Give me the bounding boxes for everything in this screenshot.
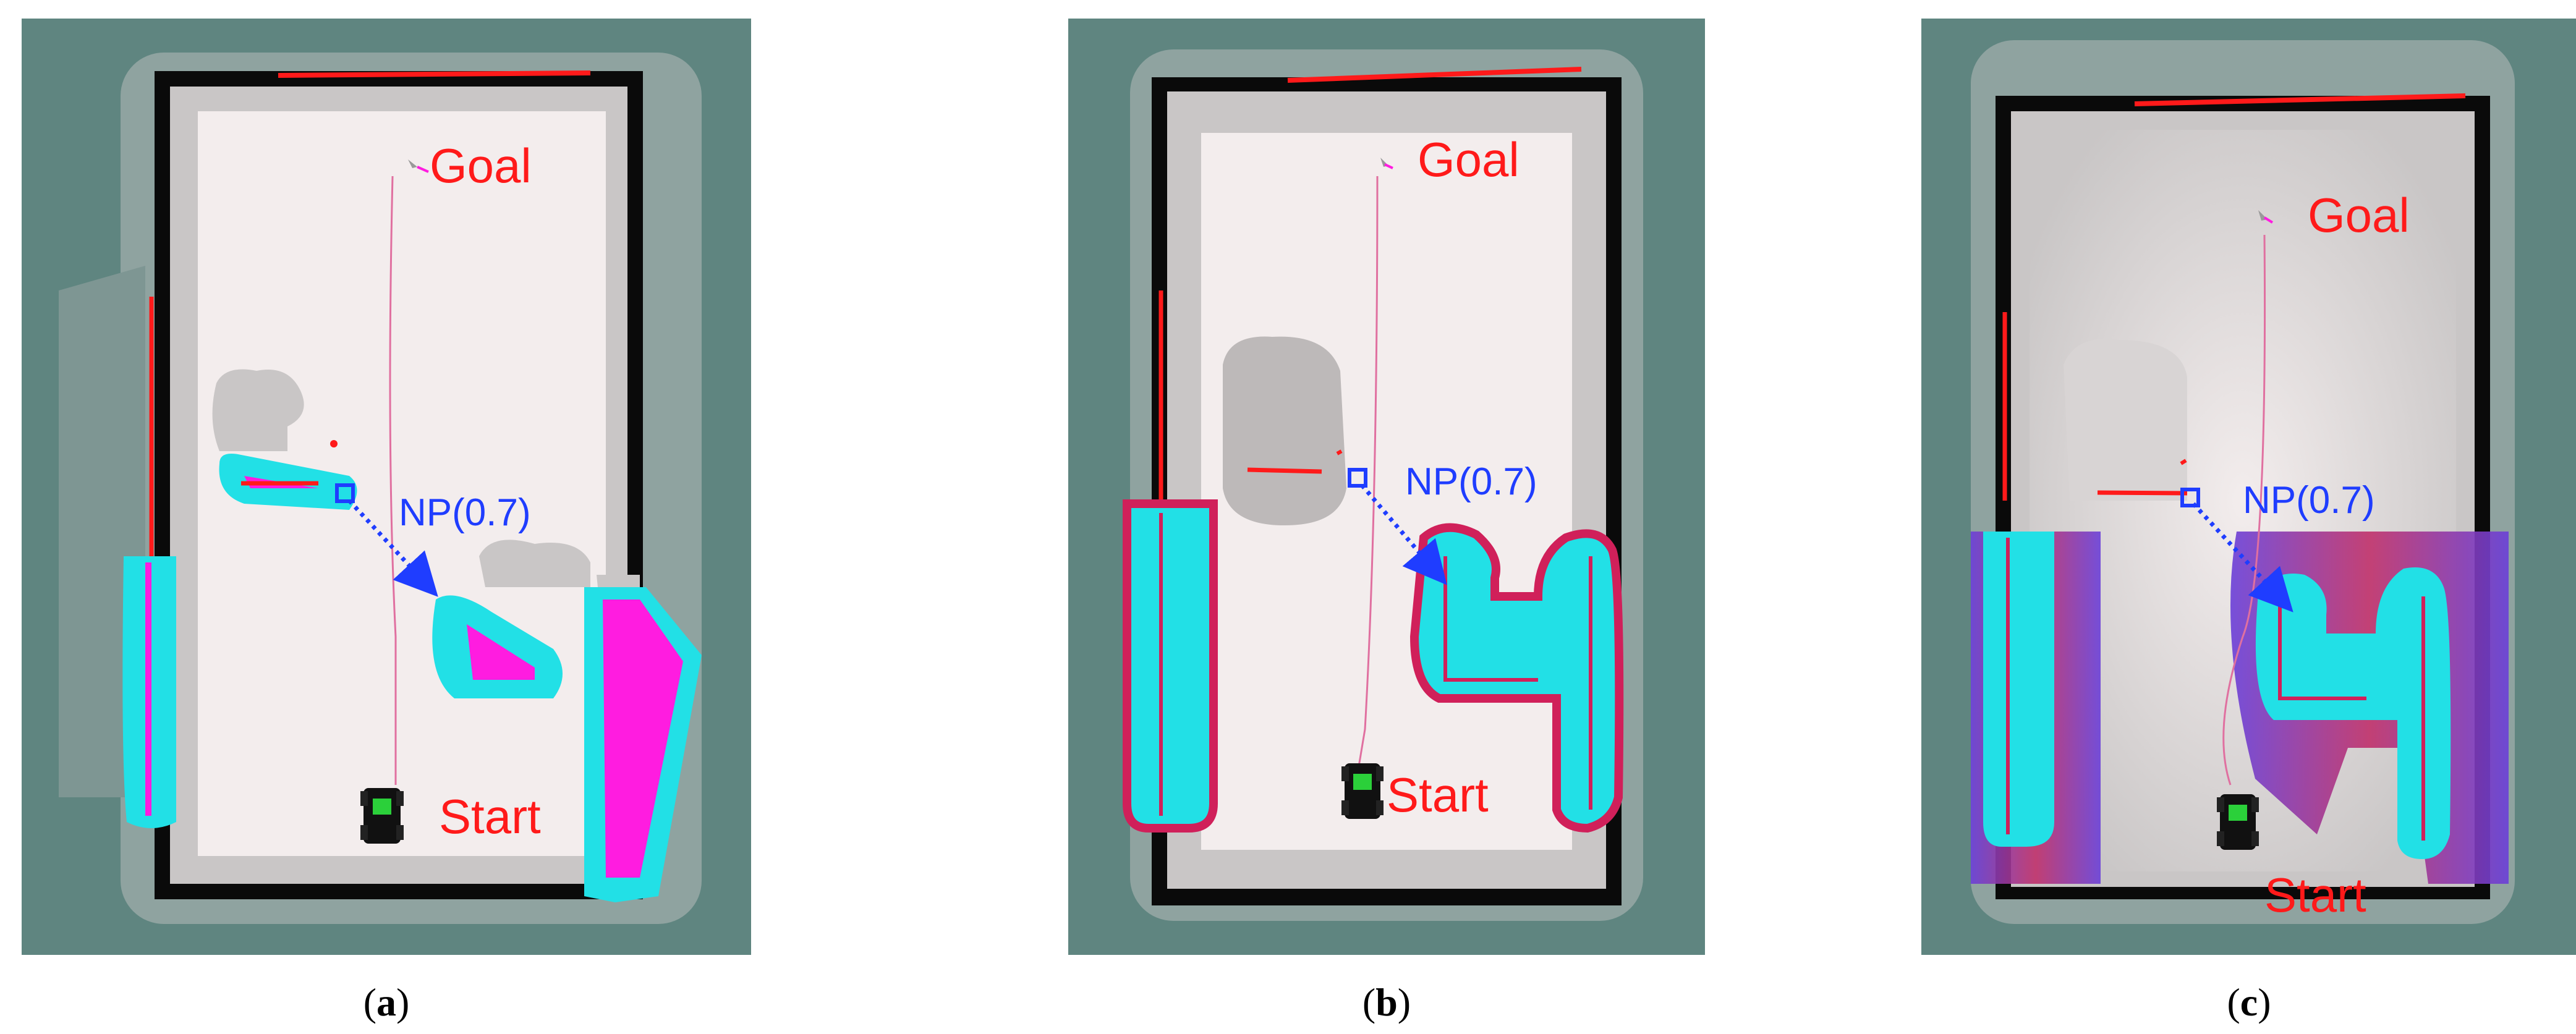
goal-arrow-icon (408, 159, 417, 168)
np-label: NP(0.7) (2243, 479, 2375, 522)
obstacle-shadow-2 (479, 540, 590, 587)
costmap-panel-a: Goal NP(0.7) Start (22, 19, 751, 955)
laser-dot (330, 440, 338, 447)
caption-open-paren: ( (363, 980, 376, 1024)
robot-car-icon (1341, 763, 1384, 819)
costmap-c-svg: Goal NP(0.7) Start (1921, 19, 2576, 955)
goal-label: Goal (1418, 132, 1520, 187)
np-label: NP(0.7) (399, 491, 531, 534)
caption-close-paren: ) (1397, 980, 1411, 1024)
obstacle-right (2255, 567, 2451, 859)
robot-car-icon (2217, 794, 2259, 850)
obstacle-right-core-1 (2278, 593, 2366, 700)
caption-c: (c) (2156, 980, 2342, 1025)
obstacle-shadow-1 (212, 369, 304, 451)
goal-label: Goal (2308, 188, 2410, 242)
caption-open-paren: ( (1362, 980, 1376, 1024)
caption-letter: c (2240, 980, 2258, 1024)
np-dotted-arrow-icon (347, 499, 438, 597)
np-start-marker (1348, 468, 1367, 488)
goal-marker (2263, 216, 2274, 224)
np-start-marker (2180, 488, 2200, 507)
caption-letter: a (376, 980, 396, 1024)
caption-close-paren: ) (396, 980, 410, 1024)
obstacle-core-4 (603, 600, 683, 878)
start-label: Start (439, 789, 541, 844)
obstacle-left (1983, 532, 2054, 847)
np-dotted-arrow-icon (1360, 483, 1447, 585)
obstacle-right-core-1 (1443, 556, 1538, 682)
start-label: Start (2264, 868, 2366, 922)
np-dotted-arrow-icon (2191, 502, 2293, 612)
laser-dot (1336, 449, 1343, 456)
caption-letter: b (1375, 980, 1398, 1024)
caption-a: (a) (294, 980, 479, 1025)
laser-dot (2180, 459, 2187, 465)
laser-scan-top (2134, 93, 2466, 106)
planned-path (1358, 176, 1379, 767)
goal-marker (417, 166, 429, 173)
obstacle-shadow-1 (2064, 339, 2187, 501)
start-label: Start (1387, 768, 1489, 822)
laser-scan-top (1287, 67, 1582, 83)
robot-car-icon (360, 788, 404, 844)
laser-obstacle-1 (1247, 467, 1322, 474)
goal-marker (1384, 163, 1393, 169)
costmap-a-svg: Goal NP(0.7) Start (22, 19, 751, 955)
costmap-panel-b: Goal NP(0.7) Start (1068, 19, 1705, 955)
np-label: NP(0.7) (1405, 460, 1537, 503)
obstacle-shadow-1 (1223, 336, 1346, 525)
caption-open-paren: ( (2227, 980, 2240, 1024)
obstacle-core-2 (467, 624, 535, 680)
obstacle-left (1123, 499, 1218, 833)
caption-b: (b) (1294, 980, 1479, 1025)
goal-label: Goal (430, 138, 532, 193)
obstacle-right (1409, 523, 1624, 833)
caption-close-paren: ) (2258, 980, 2271, 1024)
costmap-b-svg: Goal NP(0.7) Start (1068, 19, 1705, 955)
laser-scan-top (278, 70, 591, 78)
np-start-marker (335, 483, 355, 503)
costmap-panel-c: Goal NP(0.7) Start (1921, 19, 2576, 955)
